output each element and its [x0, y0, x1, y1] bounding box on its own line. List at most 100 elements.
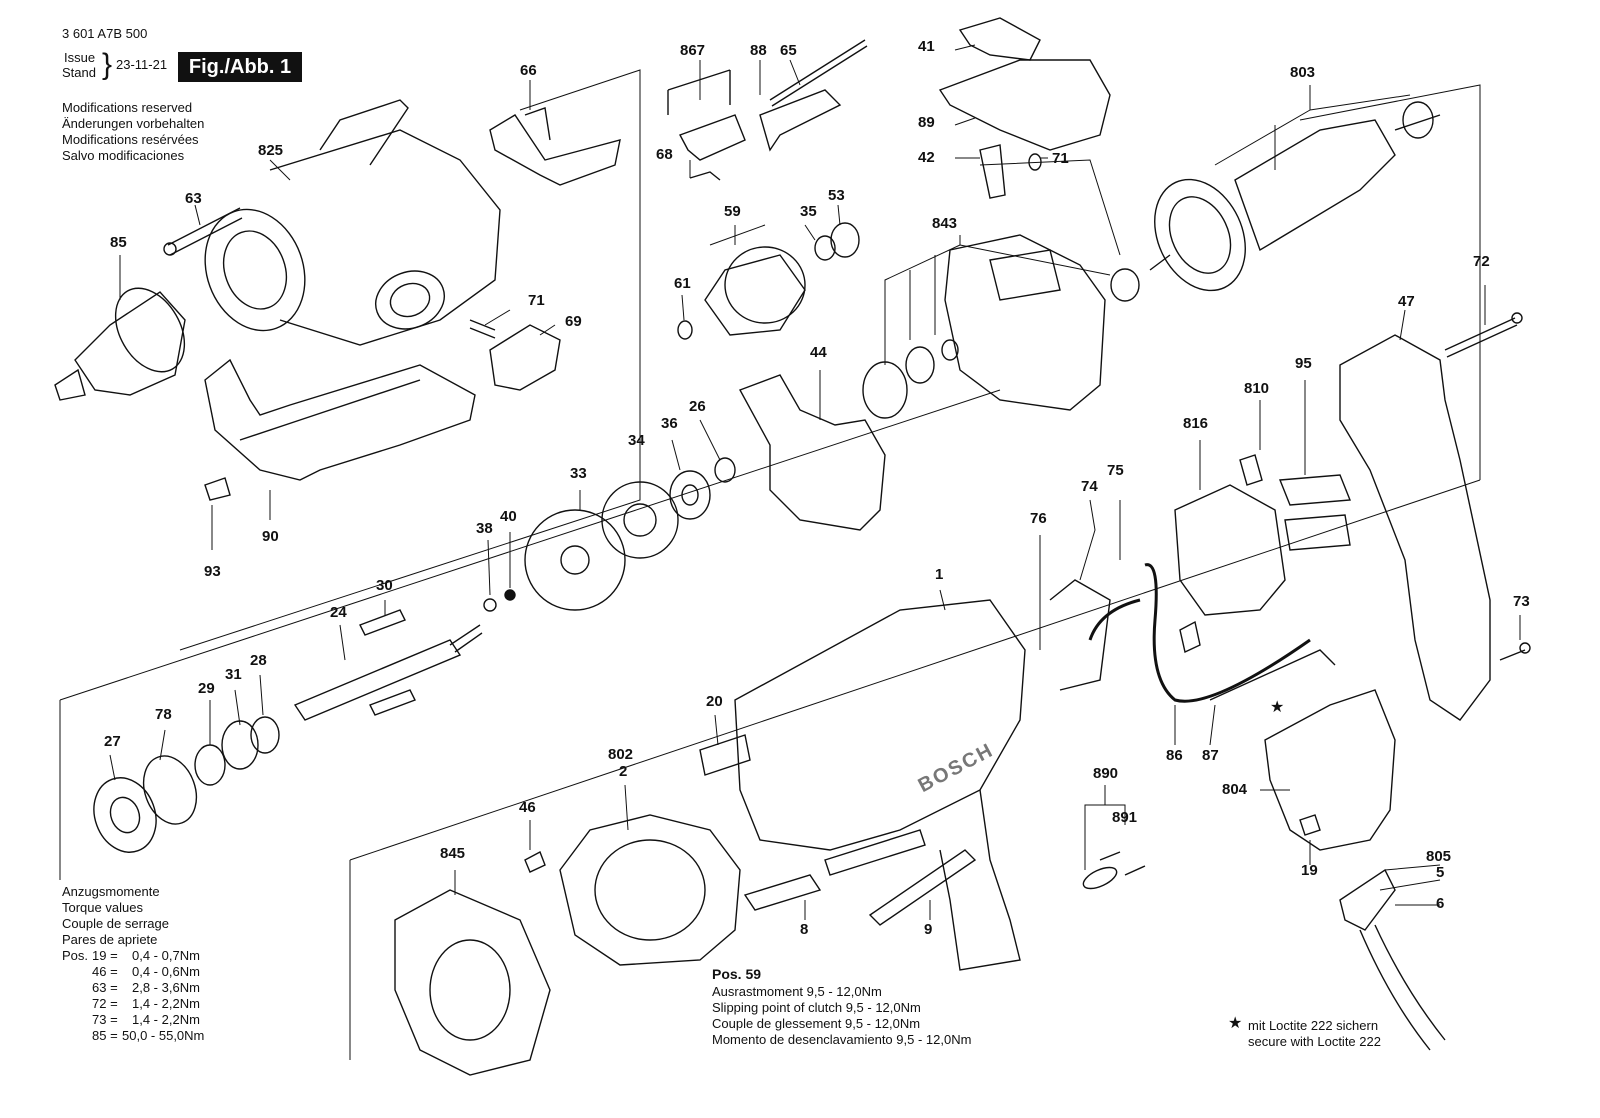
- gears-33-34-36-26: [524, 457, 736, 611]
- pos59-line-es: Momento de desenclavamiento 9,5 - 12,0Nm: [712, 1032, 972, 1047]
- part-label-8: 8: [800, 921, 809, 938]
- loctite-line-1: mit Loctite 222 sichern: [1248, 1018, 1379, 1033]
- part-label-5: 5: [1436, 864, 1445, 881]
- part-label-35: 35: [800, 203, 817, 220]
- part-label-44: 44: [810, 344, 827, 361]
- part-label-68: 68: [656, 146, 673, 163]
- part-label-74: 74: [1081, 478, 1098, 495]
- part-label-66: 66: [520, 62, 537, 79]
- modifications-line-4: Salvo modificaciones: [62, 148, 185, 163]
- part-label-29: 29: [198, 680, 215, 697]
- leader-lines: [109, 44, 1521, 920]
- part-label-88: 88: [750, 42, 767, 59]
- clutch-59: [677, 222, 860, 340]
- switch-804: [1264, 689, 1396, 851]
- modifications-line-2: Änderungen vorbehalten: [62, 116, 205, 131]
- part-label-6: 6: [1436, 895, 1445, 912]
- part-label-816: 816: [1183, 415, 1209, 432]
- parts-867-88-65-68: [667, 39, 868, 181]
- torque-title-es: Pares de apriete: [62, 932, 158, 947]
- issue-label: Issue: [64, 50, 96, 65]
- part-label-93: 93: [204, 563, 221, 580]
- part-number: 3 601 A7B 500: [62, 26, 148, 41]
- part-label-53: 53: [828, 187, 845, 204]
- pos59-title: Pos. 59: [712, 966, 762, 982]
- part-label-69: 69: [565, 313, 582, 330]
- part-label-89: 89: [918, 114, 935, 131]
- part-label-85: 85: [110, 234, 127, 251]
- part-label-47: 47: [1398, 293, 1415, 310]
- pos59-line-en: Slipping point of clutch 9,5 - 12,0Nm: [712, 1000, 921, 1015]
- motor-housing-843: [862, 234, 1140, 419]
- part-label-75: 75: [1107, 462, 1124, 479]
- torque-row-pos: 46 =: [92, 964, 118, 979]
- modifications-line-3: Modifications resérvées: [62, 132, 199, 147]
- torque-row-pos: 85 =: [92, 1028, 118, 1043]
- part-label-36: 36: [661, 415, 678, 432]
- pos59-line-fr: Couple de glessement 9,5 - 12,0Nm: [712, 1016, 921, 1031]
- part-label-804: 804: [1222, 781, 1248, 798]
- loctite-marker-star-icon: ★: [1270, 699, 1285, 716]
- part-label-40: 40: [500, 508, 517, 525]
- torque-row-value: 0,4 - 0,6Nm: [132, 964, 200, 979]
- part-label-845: 845: [440, 845, 466, 862]
- part-label-46: 46: [519, 799, 536, 816]
- part-label-805: 805: [1426, 848, 1452, 865]
- wires-86-87: [1049, 563, 1336, 703]
- torque-title-de: Anzugsmomente: [62, 884, 160, 899]
- part-label-38: 38: [476, 520, 493, 537]
- chuck-85: [54, 287, 186, 401]
- part-label-71: 71: [528, 292, 545, 309]
- handle-47: [1278, 334, 1491, 721]
- torque-row-value: 0,4 - 0,7Nm: [132, 948, 200, 963]
- part-label-33: 33: [570, 465, 587, 482]
- knob-69: [469, 319, 561, 391]
- plates-20-8-9: [699, 734, 977, 926]
- screw-46: [524, 851, 546, 873]
- torque-row-value: 2,8 - 3,6Nm: [132, 980, 200, 995]
- torque-row-value: 1,4 - 2,2Nm: [132, 1012, 200, 1027]
- brace-symbol: }: [102, 48, 113, 81]
- stand-label: Stand: [62, 65, 96, 80]
- part-label-803: 803: [1290, 64, 1316, 81]
- part-label-843: 843: [932, 215, 958, 232]
- part-label-24: 24: [330, 604, 347, 621]
- torque-row-value: 50,0 - 55,0Nm: [122, 1028, 205, 1043]
- field-802: [559, 814, 741, 966]
- torque-row-pos: 73 =: [92, 1012, 118, 1027]
- part-label-71b: 71: [1052, 150, 1069, 167]
- torque-row-pos: 19 =: [92, 948, 118, 963]
- part-label-867: 867: [680, 42, 706, 59]
- part-label-31: 31: [225, 666, 242, 683]
- part-label-72: 72: [1473, 253, 1490, 270]
- group-frame-lines: [59, 69, 1481, 1060]
- torque-row-pos: 63 =: [92, 980, 118, 995]
- part-label-26: 26: [689, 398, 706, 415]
- part-label-95: 95: [1295, 355, 1312, 372]
- figure-label: Fig./Abb. 1: [178, 52, 302, 82]
- modifications-line-1: Modifications reserved: [62, 100, 193, 115]
- cover-90: [204, 358, 476, 481]
- bearing-rings: [93, 716, 280, 853]
- part-label-802: 802: [608, 746, 634, 763]
- part-label-86: 86: [1166, 747, 1183, 764]
- loctite-line-2: secure with Loctite 222: [1248, 1034, 1381, 1049]
- gear-housing-825: [204, 99, 501, 346]
- main-housing-1: [734, 599, 1026, 971]
- part-label-59: 59: [724, 203, 741, 220]
- part-label-87: 87: [1202, 747, 1219, 764]
- part-label-891: 891: [1112, 809, 1138, 826]
- part-label-65: 65: [780, 42, 797, 59]
- part-label-810: 810: [1244, 380, 1270, 397]
- part-label-9: 9: [924, 921, 933, 938]
- part-label-20: 20: [706, 693, 723, 710]
- part-label-61: 61: [674, 275, 691, 292]
- part-label-73: 73: [1513, 593, 1530, 610]
- shaft-24: [293, 609, 483, 721]
- part-label-825: 825: [258, 142, 284, 159]
- pos59-line-de: Ausrastmoment 9,5 - 12,0Nm: [712, 984, 882, 999]
- screw-63: [163, 207, 243, 256]
- torque-title-en: Torque values: [62, 900, 143, 915]
- part-label-90: 90: [262, 528, 279, 545]
